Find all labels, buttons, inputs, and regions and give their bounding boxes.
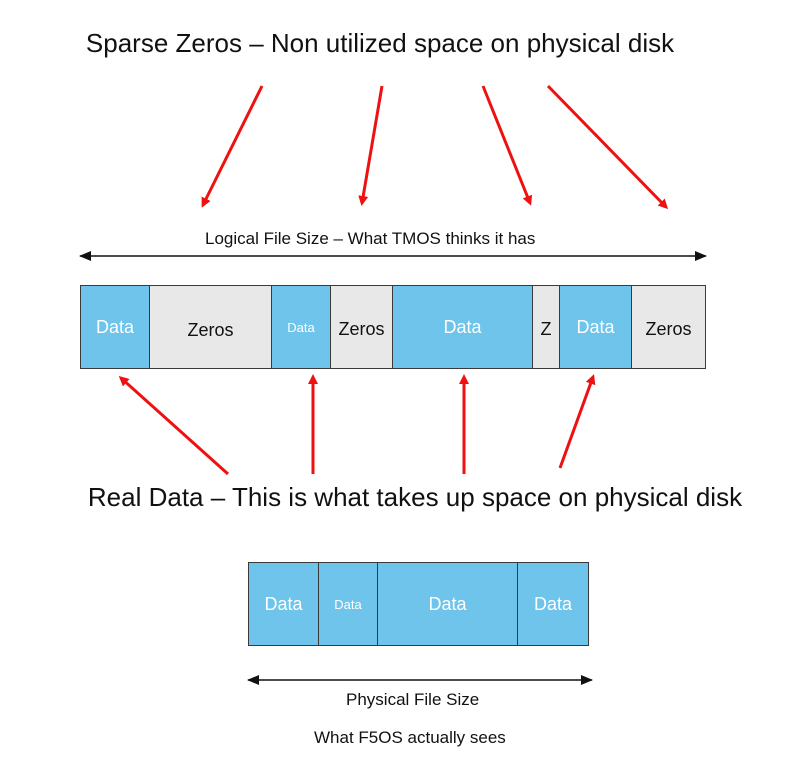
- sparse-arrow-2: [358, 85, 384, 206]
- logical-segment-zeros-1: Zeros: [150, 286, 272, 368]
- sparse-arrow-3: [481, 85, 533, 206]
- sparse-arrow-1: [201, 85, 264, 208]
- logical-file-bar: Data Zeros Data Zeros Data Z Data Zeros: [80, 285, 706, 369]
- real-data-title: Real Data – This is what takes up space …: [87, 482, 743, 512]
- physical-segment-data-1: Data: [249, 563, 319, 645]
- logical-segment-zeros-3: Z: [533, 286, 560, 368]
- data-arrow-1: [118, 375, 230, 476]
- physical-segment-data-3: Data: [378, 563, 518, 645]
- f5os-caption: What F5OS actually sees: [314, 728, 506, 747]
- sparse-zeros-title: Sparse Zeros – Non utilized space on phy…: [85, 28, 675, 58]
- physical-segment-data-2: Data: [319, 563, 378, 645]
- data-arrow-4: [558, 374, 596, 469]
- logical-segment-zeros-2: Zeros: [331, 286, 393, 368]
- logical-segment-data-3: Data: [393, 286, 533, 368]
- logical-segment-data-1: Data: [81, 286, 150, 368]
- logical-segment-data-4: Data: [560, 286, 632, 368]
- physical-segment-data-4: Data: [518, 563, 588, 645]
- logical-segment-data-2: Data: [272, 286, 331, 368]
- logical-segment-zeros-4: Zeros: [632, 286, 705, 368]
- sparse-arrow-4: [546, 84, 669, 210]
- logical-size-caption: Logical File Size – What TMOS thinks it …: [205, 229, 536, 248]
- physical-size-caption: Physical File Size: [346, 690, 480, 709]
- physical-file-bar: Data Data Data Data: [248, 562, 589, 646]
